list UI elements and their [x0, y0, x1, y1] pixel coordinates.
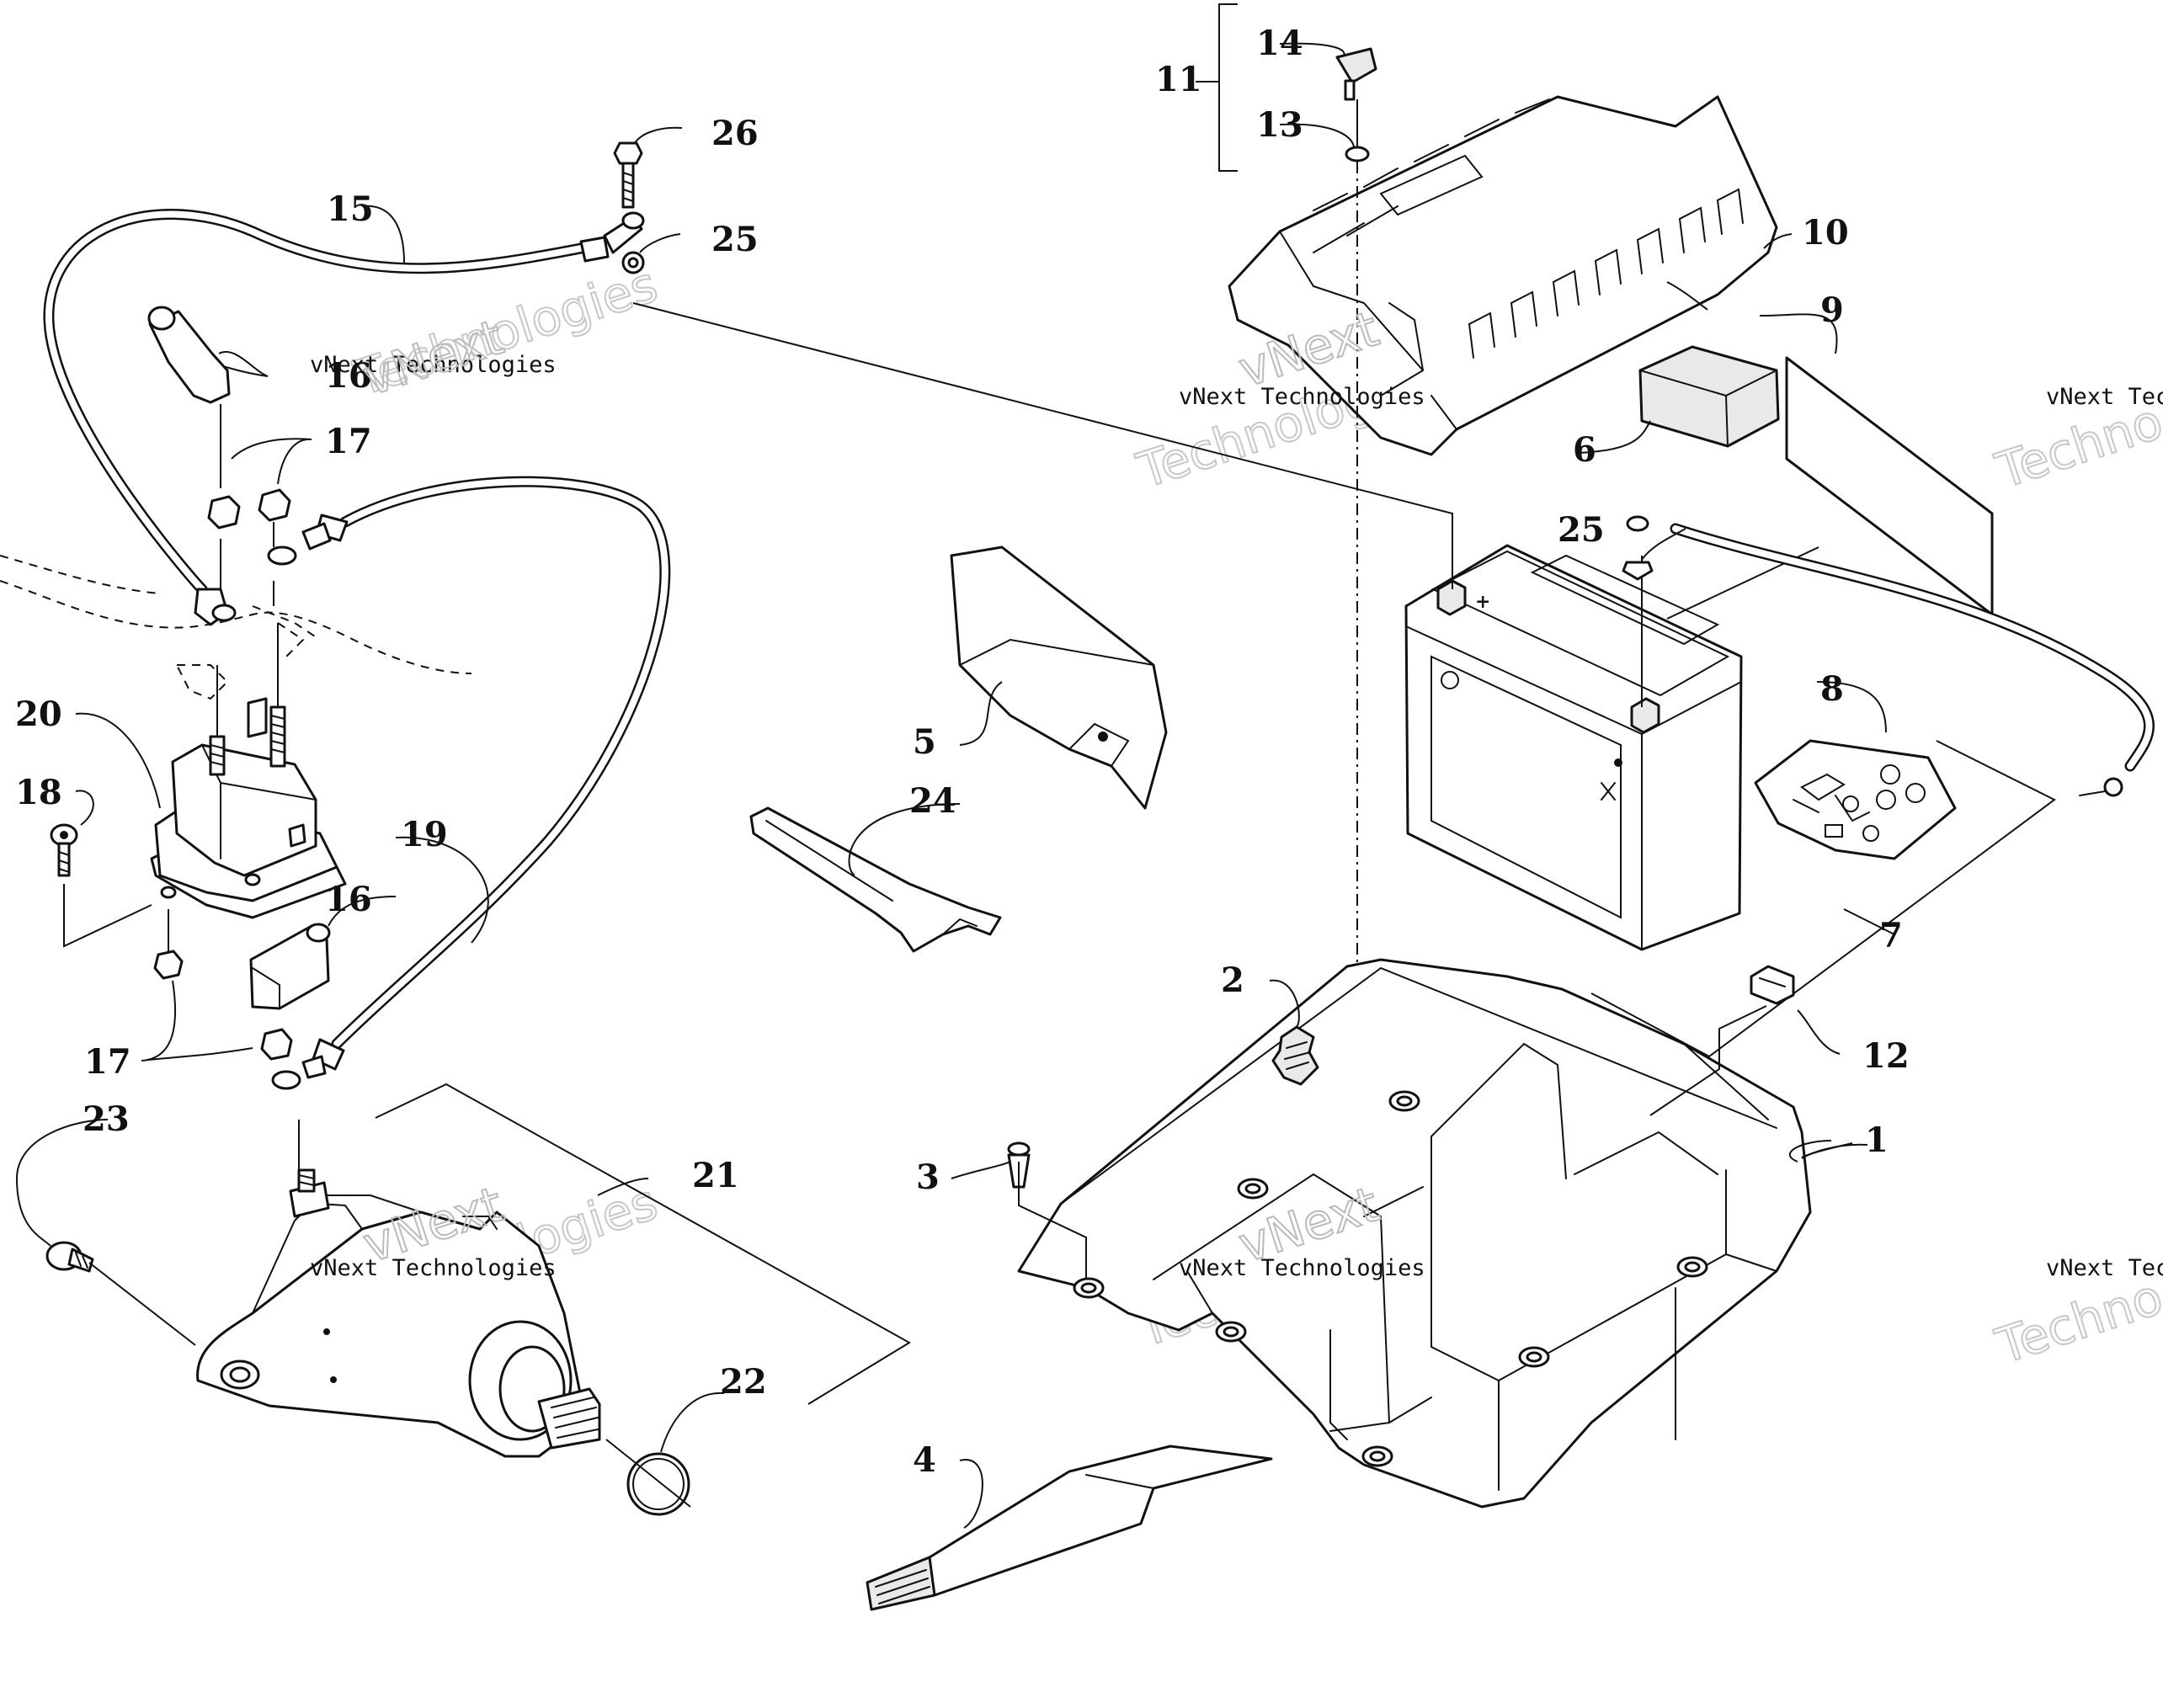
terminal-boot: [147, 306, 231, 589]
watermark-label: vNext Technologies: [310, 1255, 557, 1281]
bolt: [613, 141, 643, 209]
callout-16b: 16: [325, 880, 372, 919]
star-washer: [621, 251, 645, 274]
battery-plus-label: +: [1475, 591, 1490, 613]
battery-tray: [1017, 958, 1812, 1508]
callout-8: 8: [1820, 669, 1844, 709]
callout-17b: 17: [84, 1042, 131, 1082]
callout-19: 19: [401, 815, 448, 854]
terminal-boot-lower: [249, 923, 331, 1010]
callout-10: 10: [1802, 213, 1849, 253]
cover-ribs: [1313, 98, 1744, 359]
callout-11: 11: [1155, 60, 1202, 99]
callout-18: 18: [15, 773, 62, 812]
washer-icon: [1345, 146, 1370, 162]
hardware-kit: [1754, 739, 1957, 860]
foam-pad: [1638, 345, 1780, 448]
battery-strap: [866, 1445, 1273, 1611]
tray-mount-holes: [1073, 1090, 1708, 1467]
callout-3: 3: [916, 1157, 940, 1197]
callout-21: 21: [692, 1156, 739, 1195]
callout-7: 7: [1879, 916, 1903, 955]
callout-20: 20: [15, 694, 62, 734]
watermark-big: Techno: [1989, 1268, 2163, 1375]
key-assembly: [1196, 3, 1377, 172]
starter-cable-upper: [43, 209, 645, 626]
callout-13: 13: [1256, 105, 1303, 145]
frame-ghost: [0, 555, 472, 700]
callout-2: 2: [1221, 960, 1244, 1000]
starter-solenoid: [150, 623, 347, 919]
callout-labels: 1 2 3 4 5 6 7 8 9 10 11 12 13 14 15 16 1…: [15, 24, 1910, 1480]
watermark-label: vNext Tec: [2046, 384, 2163, 410]
callout-4: 4: [913, 1440, 936, 1480]
callout-26: 26: [711, 114, 759, 153]
starter-cable-lower: [267, 476, 671, 1090]
wrench-tool: [749, 806, 1002, 953]
starter-motor: [196, 1083, 911, 1458]
callout-16: 16: [325, 356, 372, 396]
kit-outline: [1590, 740, 2056, 1058]
retainer-clip: [1649, 965, 1795, 1116]
callout-15: 15: [327, 189, 374, 229]
watermark-label: vNext Technologies: [310, 352, 557, 378]
hex-nuts-lower: [153, 909, 293, 1061]
callout-17: 17: [325, 422, 372, 461]
callout-25: 25: [711, 220, 759, 259]
callout-1: 1: [1865, 1120, 1889, 1160]
callout-23: 23: [83, 1099, 130, 1139]
hex-nuts: [207, 488, 291, 606]
callout-5: 5: [913, 722, 936, 762]
callout-6: 6: [1573, 430, 1596, 470]
callout-22: 22: [720, 1362, 767, 1402]
watermark-big-line1: vNext: [356, 308, 509, 407]
callout-12: 12: [1862, 1036, 1910, 1076]
warning-label: [1271, 1025, 1319, 1086]
leader-line: [632, 302, 1453, 589]
battery-cover: [1228, 95, 1778, 1263]
watermark-label: vNext Technologies: [1179, 384, 1425, 410]
battery: +: [1404, 544, 1743, 951]
mounting-screw: [50, 823, 152, 948]
push-rivet: [1007, 1141, 1087, 1280]
o-ring: [605, 1439, 691, 1516]
callout-24: 24: [909, 781, 956, 821]
document-pouch: [950, 545, 1168, 810]
watermark-label: vNext Technologies: [1179, 1255, 1425, 1281]
callout-leaders: [15, 42, 1887, 1529]
starter-bolt: [45, 1241, 196, 1346]
callout-9: 9: [1820, 290, 1844, 330]
watermark-label: vNext Tec: [2046, 1255, 2163, 1281]
battery-ground-cable: [1622, 515, 2155, 797]
callout-25b: 25: [1558, 510, 1605, 550]
callout-14: 14: [1256, 24, 1303, 63]
key-icon: [1335, 47, 1377, 84]
